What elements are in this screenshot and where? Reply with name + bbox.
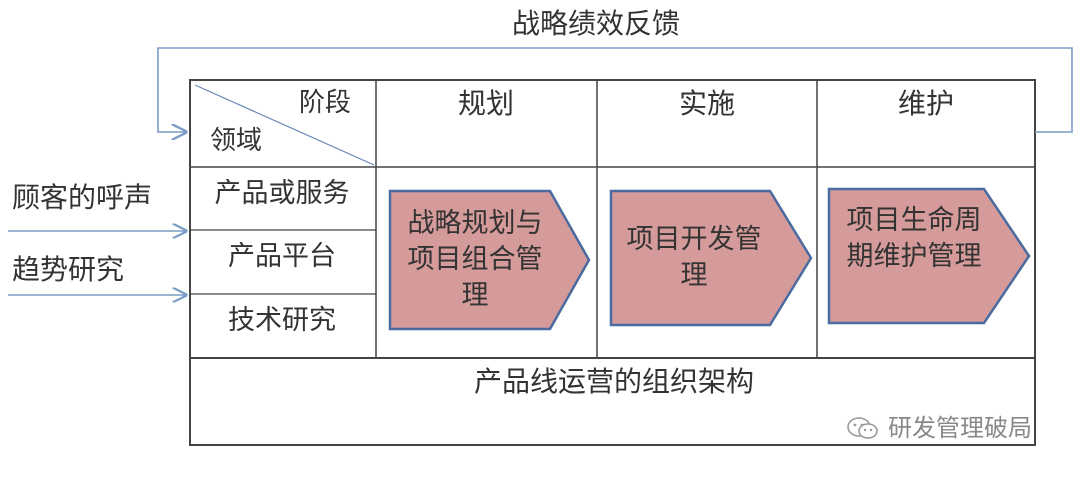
arrow-label-maintain: 项目生命周期维护管理	[846, 205, 982, 272]
input-label-customer-voice: 顾客的呼声	[12, 181, 153, 214]
row-label-product-platform: 产品平台	[228, 241, 336, 272]
process-arrow-maintain	[827, 187, 1031, 325]
bottom-label: 产品线运营的组织架构	[473, 365, 755, 398]
watermark: 研发管理破局	[846, 416, 1032, 440]
process-arrow-implement	[609, 189, 813, 327]
wechat-icon	[847, 417, 878, 439]
corner-domain-label: 领域	[209, 126, 263, 156]
row-label-product-service: 产品或服务	[214, 178, 350, 209]
feedback-label: 战略绩效反馈	[511, 7, 681, 40]
phase-header-maintain: 维护	[897, 87, 955, 120]
feedback-loop-line	[157, 47, 1073, 132]
corner-diagonal	[194, 84, 375, 166]
table-frame	[189, 79, 1036, 446]
watermark-text: 研发管理破局	[888, 414, 1032, 442]
arrow-label-plan: 战略规划与项目组合管理	[407, 208, 543, 311]
row-label-tech-research: 技术研究	[228, 305, 336, 336]
phase-header-plan: 规划	[457, 87, 515, 120]
phase-header-implement: 实施	[678, 87, 736, 120]
corner-stage-label: 阶段	[298, 88, 352, 118]
process-arrow-plan	[388, 189, 591, 331]
input-label-trend-research: 趋势研究	[12, 253, 125, 286]
arrow-label-implement: 项目开发管理	[626, 224, 762, 291]
